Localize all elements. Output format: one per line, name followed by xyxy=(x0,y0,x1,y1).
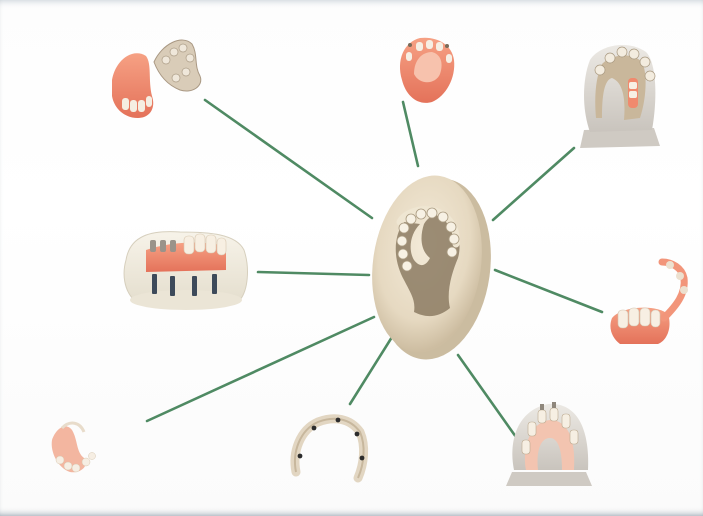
small-partial-icon xyxy=(52,423,96,472)
connector-line xyxy=(403,102,418,166)
connector-line xyxy=(258,272,369,275)
connector-line xyxy=(205,100,372,218)
upper-denture-icon xyxy=(400,38,454,103)
connector-line xyxy=(350,337,392,404)
milled-disc-icon xyxy=(361,168,502,367)
connector-line xyxy=(493,148,574,220)
implant-bridge-icon xyxy=(124,232,247,310)
connector-line xyxy=(147,317,374,421)
connector-line xyxy=(495,270,602,312)
partial-denture-icon xyxy=(112,40,201,118)
lower-arch-model-icon xyxy=(506,402,592,486)
flexible-partial-icon xyxy=(610,261,688,344)
palatal-framework-icon xyxy=(580,45,660,148)
full-arch-icon xyxy=(295,418,364,478)
connector-line xyxy=(458,355,516,437)
